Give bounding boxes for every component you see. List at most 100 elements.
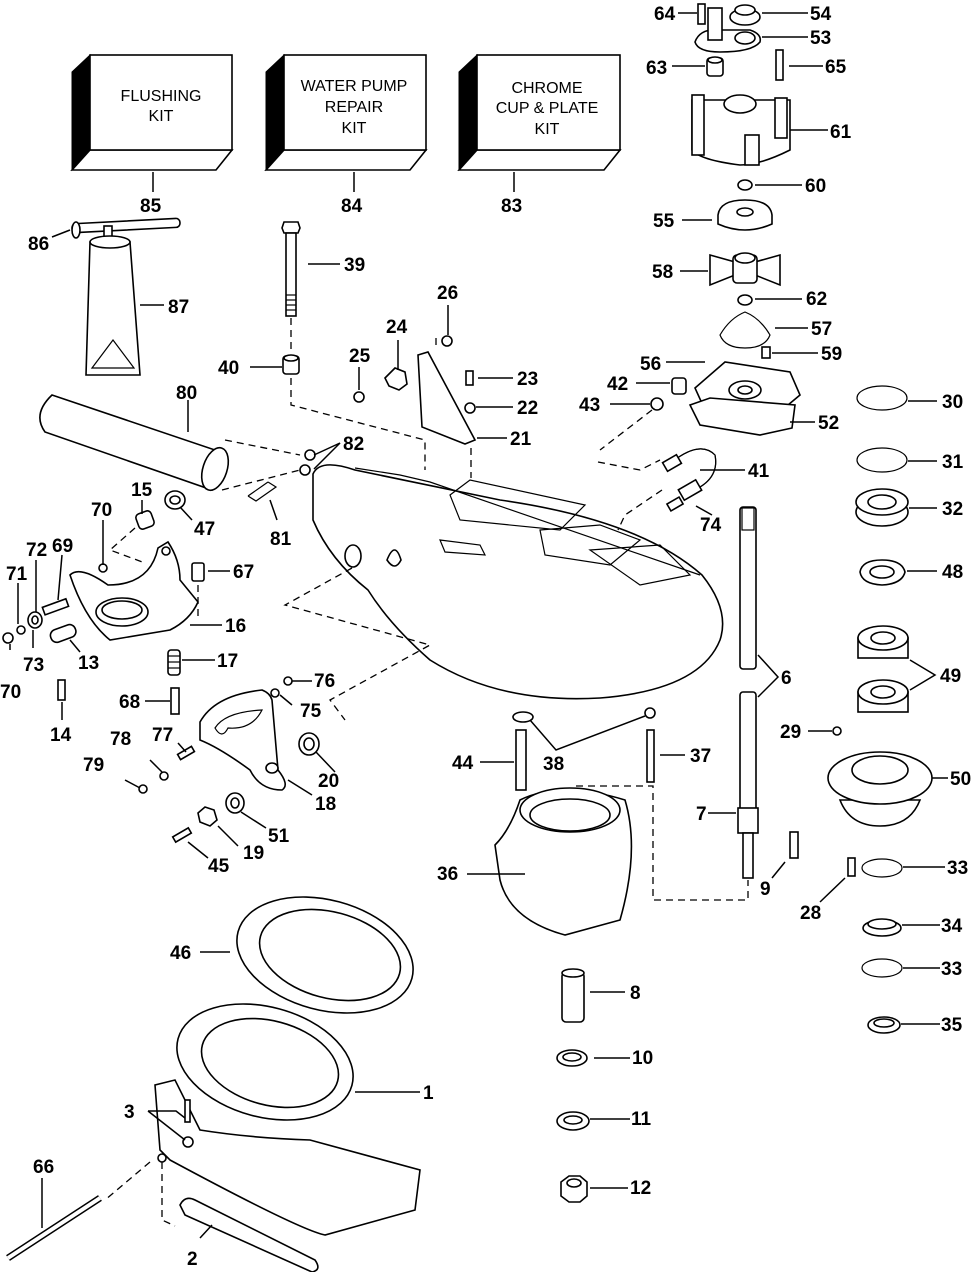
part-42-fitting[interactable] (671, 377, 687, 395)
part-77-screw[interactable] (176, 745, 196, 761)
part-80-tube[interactable] (39, 394, 233, 494)
part-82-nuts[interactable] (299, 449, 316, 476)
part-52-gasket[interactable] (688, 397, 796, 436)
part-6-drive-shaft[interactable] (739, 506, 757, 833)
part-33-o-ring-lower[interactable] (861, 958, 903, 978)
part-41-hose[interactable] (661, 448, 717, 502)
kit-box-chrome-cup-plate[interactable]: CHROME CUP & PLATE KIT (457, 53, 622, 172)
part-47-washer[interactable] (164, 490, 186, 510)
part-36-impeller-housing[interactable] (494, 787, 633, 936)
part-57-gasket[interactable] (719, 311, 771, 349)
part-53-plate[interactable] (694, 7, 762, 53)
part-60-o-ring[interactable] (737, 179, 753, 191)
part-33-o-ring-upper[interactable] (861, 858, 903, 878)
part-49-bearings[interactable] (857, 625, 909, 713)
part-2-strap[interactable] (179, 1197, 319, 1272)
part-58-impeller[interactable] (709, 252, 781, 287)
part-26-nut[interactable] (441, 335, 453, 347)
part-7-sleeve[interactable] (737, 807, 759, 879)
part-30-snap-ring[interactable] (856, 385, 908, 411)
callout-labels: 85 84 83 64 54 53 63 65 61 60 55 58 62 5… (0, 4, 971, 1270)
part-19-nut[interactable] (197, 806, 218, 827)
callout-55: 55 (653, 211, 675, 232)
part-76-nut[interactable] (283, 676, 293, 686)
part-14-screw[interactable] (57, 679, 66, 701)
part-74-fitting[interactable] (665, 495, 685, 513)
callout-31: 31 (942, 452, 964, 473)
part-55-cup[interactable] (717, 199, 773, 231)
kit-label-line: REPAIR (325, 99, 383, 116)
part-39-long-bolt[interactable] (281, 221, 301, 317)
callout-37: 37 (690, 746, 711, 767)
part-38-washers[interactable] (512, 707, 656, 723)
part-72-washer[interactable] (27, 611, 43, 629)
part-20-washer[interactable] (298, 732, 320, 756)
callout-67: 67 (233, 562, 254, 583)
part-45-screw[interactable] (171, 826, 193, 844)
part-12-nut[interactable] (560, 1175, 588, 1203)
part-87-funnel[interactable] (85, 235, 141, 376)
part-31-o-ring[interactable] (856, 447, 908, 473)
part-9-key[interactable] (789, 831, 799, 859)
part-61-pump-housing[interactable] (691, 94, 791, 166)
pump-housing[interactable] (312, 464, 724, 700)
part-66-rod[interactable] (6, 1195, 102, 1261)
part-22-washer[interactable] (464, 402, 476, 414)
part-8-sleeve[interactable] (561, 968, 585, 1023)
part-69-stud[interactable] (41, 597, 70, 616)
part-48-lock-washer[interactable] (859, 559, 906, 586)
callout-61: 61 (830, 122, 852, 143)
callout-56: 56 (640, 354, 661, 375)
part-70-nut-lower[interactable] (2, 632, 14, 644)
part-44-stud[interactable] (515, 729, 527, 791)
part-79-nut[interactable] (138, 784, 148, 794)
part-24-clip[interactable] (384, 367, 408, 391)
callout-36: 36 (437, 864, 458, 885)
callout-63: 63 (646, 58, 667, 79)
part-37-stud[interactable] (646, 729, 655, 783)
kit-box-water-pump-repair[interactable]: WATER PUMP REPAIR KIT (264, 53, 428, 172)
part-81-clip[interactable] (247, 481, 278, 502)
part-71-washer[interactable] (16, 625, 26, 635)
part-29-nut[interactable] (832, 726, 842, 736)
part-43-washer[interactable] (650, 397, 664, 411)
part-34-seal[interactable] (862, 918, 902, 937)
part-3-stud-nut[interactable] (182, 1099, 194, 1148)
part-21-bracket[interactable] (417, 351, 477, 445)
part-17-spring[interactable] (167, 649, 181, 676)
part-23-screw[interactable] (465, 370, 474, 386)
part-63-bushing[interactable] (706, 56, 724, 77)
part-62-o-ring[interactable] (737, 294, 753, 306)
callout-41: 41 (748, 461, 770, 482)
part-10-washer[interactable] (556, 1049, 588, 1067)
part-46-nozzle-ring[interactable] (224, 879, 426, 1032)
part-25-screw[interactable] (353, 391, 365, 403)
part-59-key[interactable] (761, 346, 771, 359)
part-86-flush-tee[interactable] (71, 217, 181, 245)
part-28-screw[interactable] (847, 857, 856, 877)
part-70-nut-upper[interactable] (98, 563, 108, 573)
callout-49: 49 (940, 666, 961, 687)
part-50-cover[interactable] (827, 751, 933, 827)
part-40-spacer[interactable] (282, 354, 300, 375)
kit-box-flushing[interactable]: FLUSHING KIT (70, 53, 234, 172)
part-51-washer[interactable] (225, 792, 245, 814)
part-11-tab-washer[interactable] (556, 1111, 590, 1131)
part-64-screw[interactable] (697, 3, 706, 25)
part-54-grommet[interactable] (729, 4, 761, 26)
callout-11: 11 (631, 1109, 652, 1130)
callout-87: 87 (168, 297, 189, 318)
part-78-nut[interactable] (159, 771, 169, 781)
part-16-bracket[interactable] (69, 540, 199, 641)
part-65-screw[interactable] (775, 49, 784, 81)
part-35-seal[interactable] (867, 1016, 901, 1034)
part-18-lever[interactable] (199, 689, 286, 791)
part-1-pump-body[interactable] (154, 986, 421, 1236)
part-68-stud[interactable] (170, 687, 180, 715)
part-13-pin[interactable] (49, 623, 78, 644)
part-67-pin[interactable] (191, 562, 205, 582)
part-15-bushing[interactable] (135, 510, 156, 531)
part-32-seal[interactable] (855, 488, 909, 527)
callout-12: 12 (630, 1178, 651, 1199)
part-75-washer[interactable] (270, 688, 280, 698)
